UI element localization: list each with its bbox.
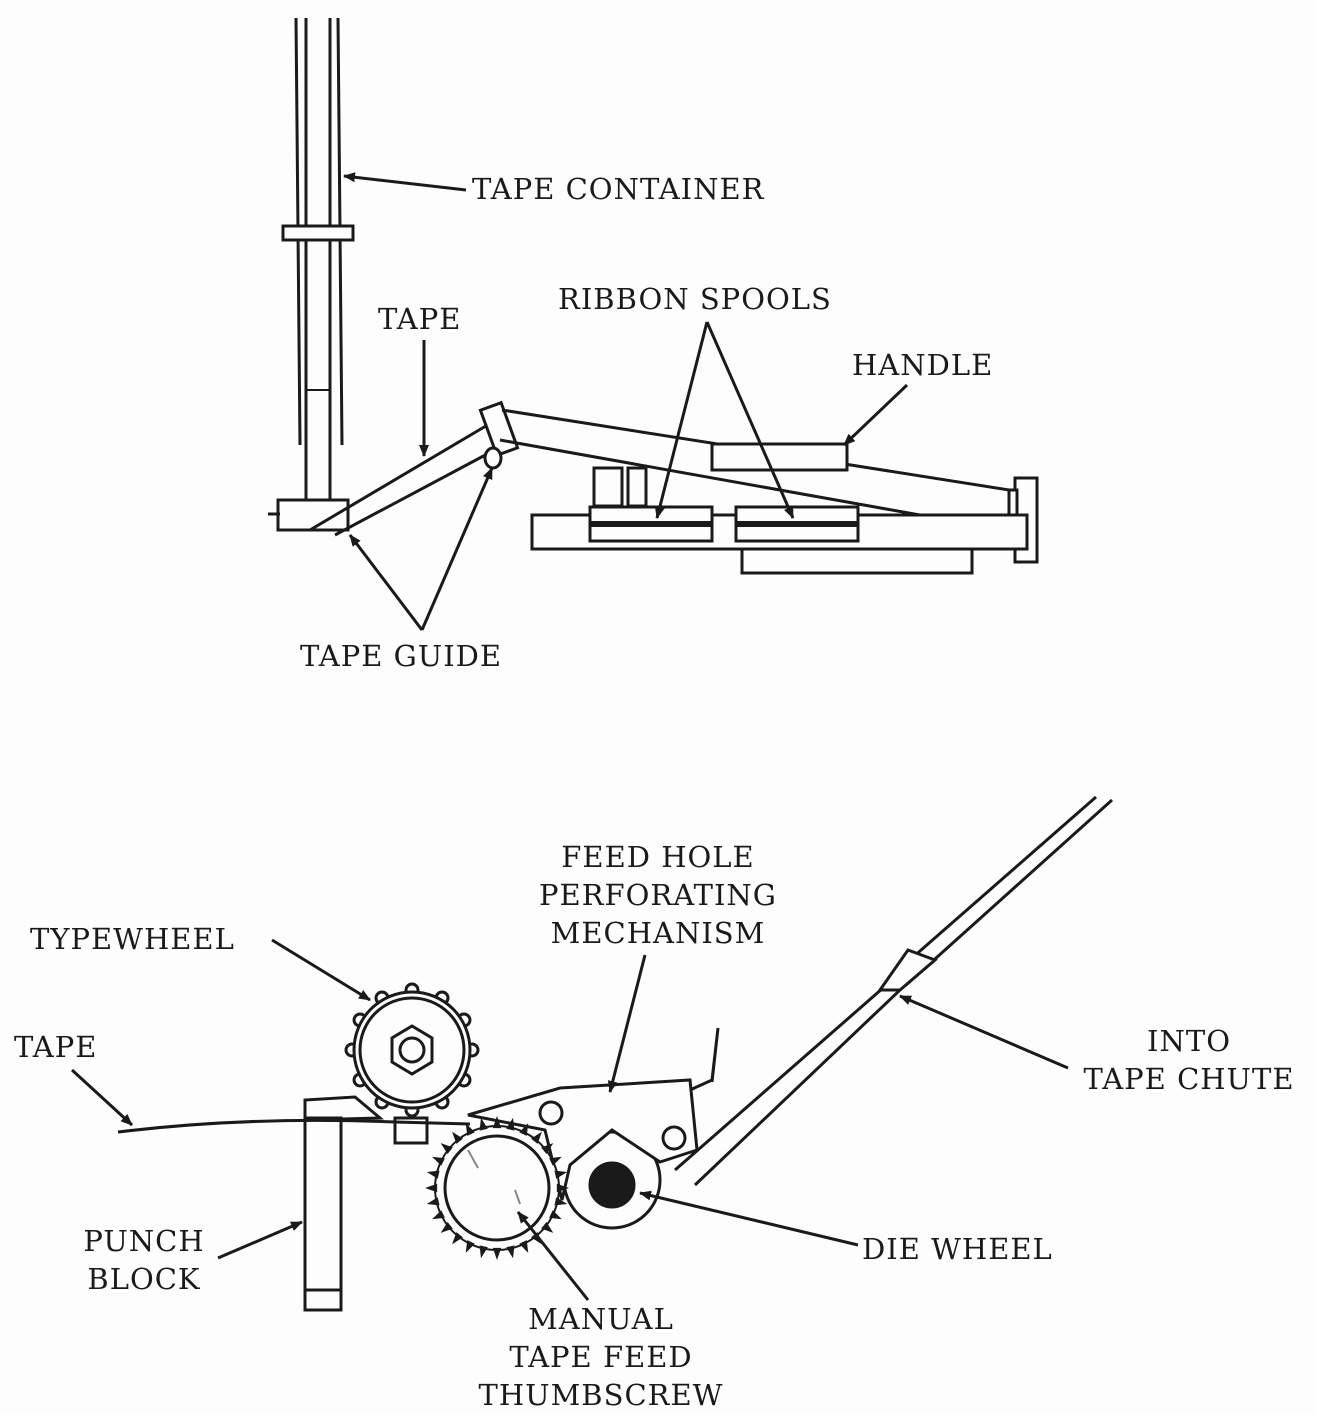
- thumbscrew-line-3: THUMBSCREW: [478, 1378, 724, 1412]
- label-into-tape-chute: INTO TAPE CHUTE: [1062, 1022, 1316, 1098]
- label-tape-guide: TAPE GUIDE: [300, 639, 503, 673]
- label-die-wheel: DIE WHEEL: [862, 1232, 1053, 1266]
- tape-strip-drawing: [117, 1118, 471, 1134]
- punch-block-line-1: PUNCH: [83, 1224, 205, 1258]
- tape-guide-arrow-right: [420, 467, 494, 631]
- label-tape-container: TAPE CONTAINER: [472, 172, 765, 206]
- label-punch-block: PUNCH BLOCK: [60, 1222, 228, 1298]
- ribbon-spools-arrow-right: [705, 321, 795, 519]
- punch-block-line-2: BLOCK: [87, 1262, 201, 1296]
- tape-chute-drawing: [674, 795, 1114, 1187]
- feed-hole-line-2: PERFORATING: [539, 878, 777, 912]
- into-chute-line-1: INTO: [1147, 1024, 1231, 1058]
- label-handle: HANDLE: [852, 348, 994, 382]
- tape-arrow-bottom: [70, 1068, 134, 1127]
- into-chute-arrow: [899, 994, 1069, 1070]
- feed-hole-arrow: [607, 954, 647, 1093]
- thumbscrew-line-2: TAPE FEED: [509, 1340, 693, 1374]
- tape-container-arrow: [343, 172, 467, 192]
- punch-block-drawing: [303, 1095, 429, 1312]
- label-manual-tape-feed-thumbscrew: MANUAL TAPE FEED THUMBSCREW: [455, 1300, 747, 1414]
- label-tape-bottom: TAPE: [14, 1030, 98, 1064]
- typewheel-drawing: [344, 982, 480, 1118]
- label-feed-hole-mechanism: FEED HOLE PERFORATING MECHANISM: [520, 838, 796, 952]
- die-wheel-arrow: [639, 1190, 859, 1247]
- feed-hole-line-3: MECHANISM: [550, 916, 766, 950]
- punch-block-arrow: [217, 1220, 303, 1260]
- thumbscrew-arrow: [516, 1211, 590, 1301]
- label-typewheel: TYPEWHEEL: [30, 922, 235, 956]
- tape-container-drawing: [268, 17, 355, 532]
- into-chute-line-2: TAPE CHUTE: [1083, 1062, 1295, 1096]
- feed-hole-line-1: FEED HOLE: [561, 840, 755, 874]
- tape-guide-arrow-left: [348, 534, 424, 631]
- label-ribbon-spools: RIBBON SPOOLS: [558, 282, 832, 316]
- label-tape-top: TAPE: [378, 302, 462, 336]
- thumbscrew-line-1: MANUAL: [528, 1302, 674, 1336]
- typewheel-arrow: [271, 938, 371, 1002]
- ribbon-spools-arrow-left: [654, 321, 709, 519]
- ribbon-spool-drawing: [530, 442, 1029, 575]
- handle-arrow: [842, 383, 909, 447]
